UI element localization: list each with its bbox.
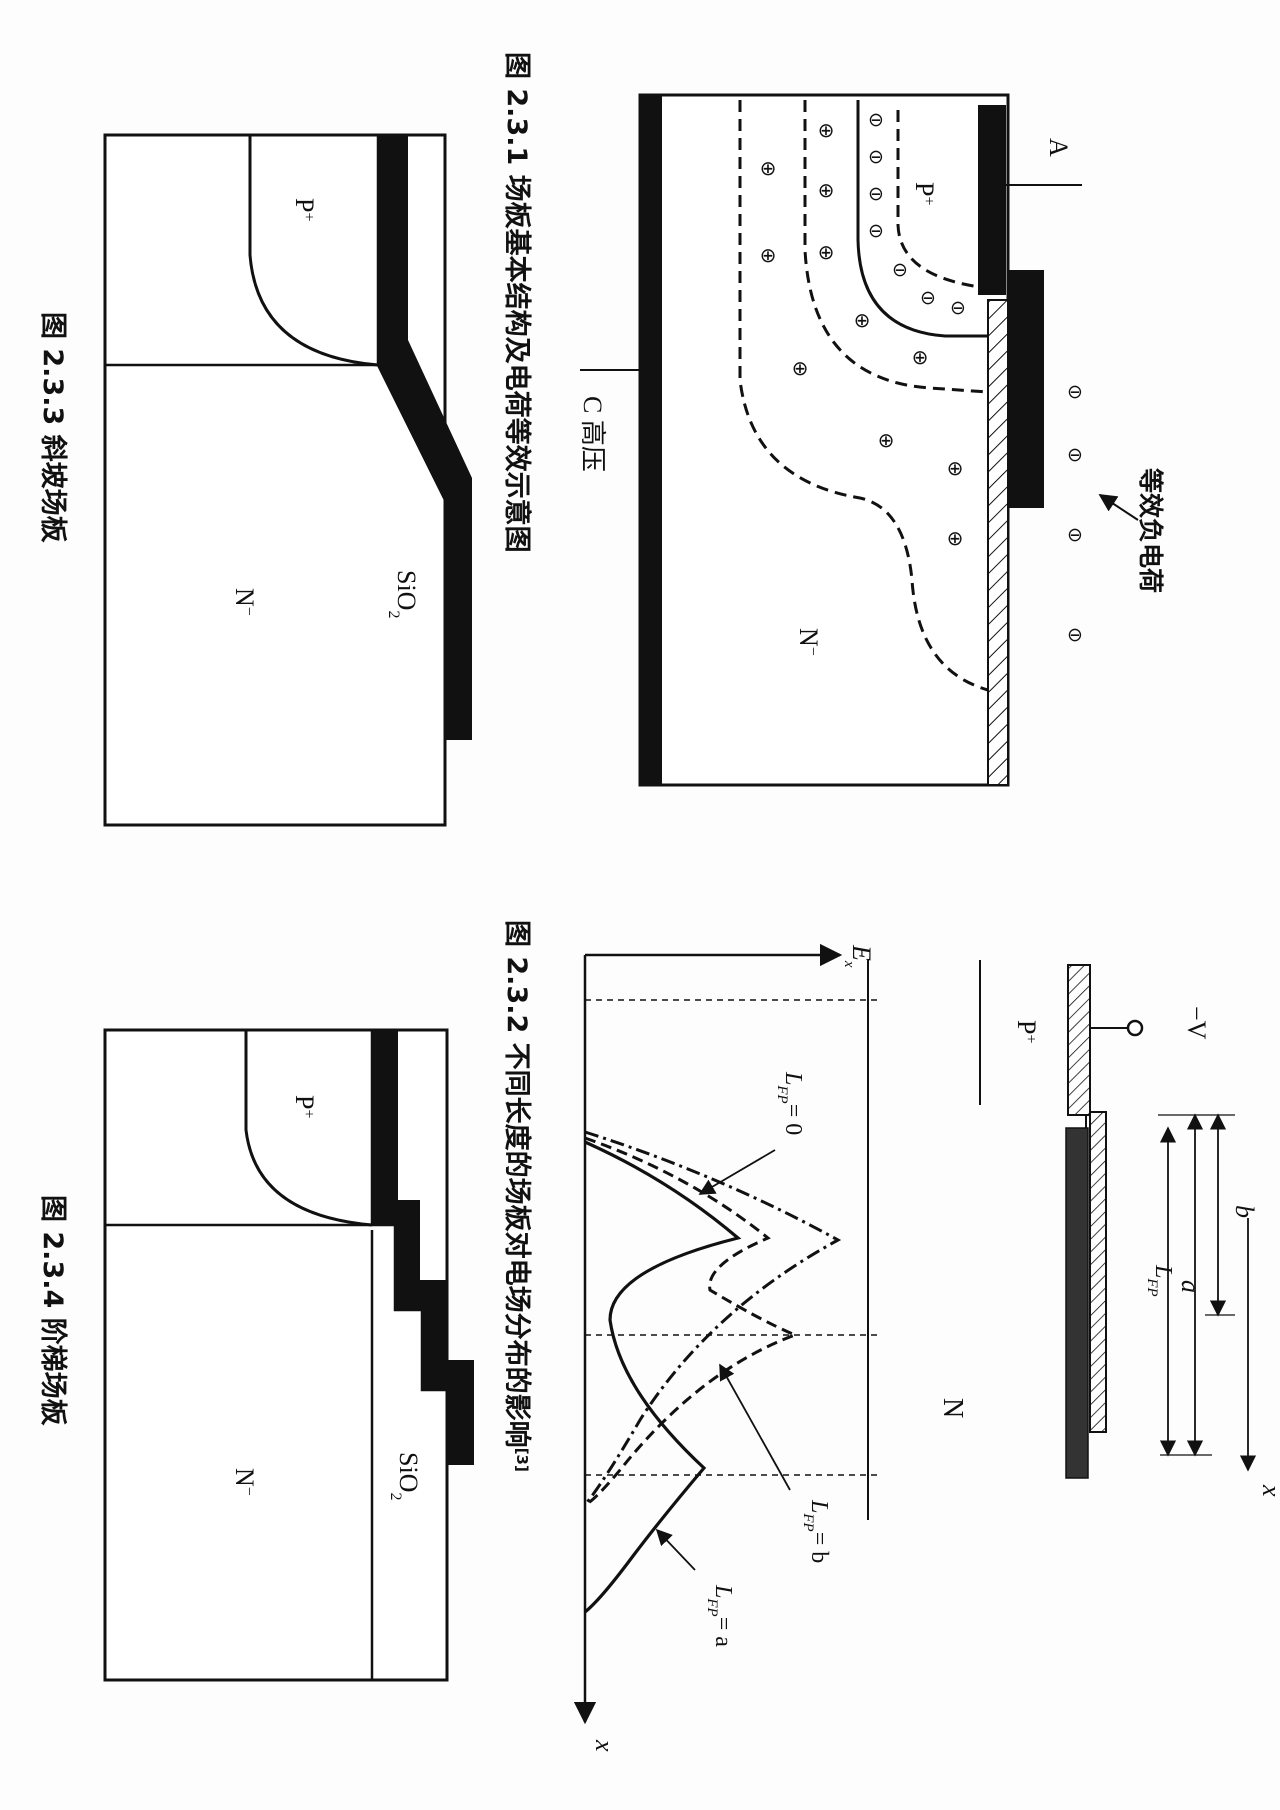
negative-charge: ⊖ xyxy=(868,183,884,205)
sio2-label: SiO2 xyxy=(388,1452,424,1500)
p-plus-label: P+ xyxy=(910,182,939,206)
figure-caption: 图 2.3.4 阶梯场板 xyxy=(37,1195,68,1426)
anode-label: A xyxy=(1044,138,1073,157)
negative-charge: ⊖ xyxy=(920,287,936,309)
n-substrate xyxy=(638,93,1010,787)
x-label-bottom: x xyxy=(590,1739,619,1752)
lfp-b-label: LFP= b xyxy=(800,1499,832,1563)
positive-charge: ⊕ xyxy=(947,456,964,480)
voltage-terminal xyxy=(1126,1019,1144,1037)
anode-contact xyxy=(978,105,1006,295)
figure-2-3-1: ⊕ ⊕ ⊕ ⊕ ⊕ ⊕ ⊕ ⊕ ⊕ ⊕ ⊕ ⊖ ⊖ ⊖ ⊖ ⊖ ⊖ ⊖ ⊖ ⊖ … xyxy=(501,52,1165,787)
positive-charge: ⊕ xyxy=(760,156,777,180)
arrow-lfp-b xyxy=(719,1363,791,1491)
positive-charge: ⊕ xyxy=(878,428,895,452)
cathode-label: C 高压 xyxy=(578,396,607,472)
positive-charges: ⊕ ⊕ ⊕ ⊕ ⊕ ⊕ ⊕ ⊕ ⊕ ⊕ ⊕ xyxy=(760,118,964,550)
step-field-plate xyxy=(372,1030,474,1465)
lfp-dimension-label: LFP xyxy=(1144,1264,1176,1297)
negative-charge: ⊖ xyxy=(1067,624,1083,646)
x-label-top: x xyxy=(1257,1484,1280,1497)
lfp-0-label: LFP= 0 xyxy=(774,1071,806,1135)
pn-junction xyxy=(248,135,379,367)
n-minus-label: N− xyxy=(230,588,259,616)
equivalent-charge-label: 等效负电荷 xyxy=(1136,468,1165,593)
a-label: a xyxy=(1176,1280,1205,1293)
slope-field-plate xyxy=(378,135,472,740)
arrow-lfp-a xyxy=(655,1528,696,1571)
negative-charge: ⊖ xyxy=(892,259,908,281)
figure-2-3-3: P+ SiO2 N− 图 2.3.3 斜坡场板 xyxy=(37,133,472,827)
positive-charge: ⊕ xyxy=(818,178,835,202)
depletion-edge-outer xyxy=(738,100,989,692)
minus-v-label: −V xyxy=(1182,1006,1211,1040)
depletion-edge-p-side xyxy=(896,110,989,290)
figure-caption: 图 2.3.1 场板基本结构及电荷等效示意图 xyxy=(501,52,533,553)
figure-2-3-4: P+ SiO2 N− 图 2.3.4 阶梯场板 xyxy=(37,1028,474,1682)
p-plus-label: P+ xyxy=(290,198,319,222)
negative-charge: ⊖ xyxy=(950,297,966,319)
negative-charge: ⊖ xyxy=(868,146,884,168)
positive-charge: ⊕ xyxy=(760,243,777,267)
ex-label: Ex xyxy=(841,944,876,968)
positive-charge: ⊕ xyxy=(818,240,835,264)
lfp-a-label: LFP= a xyxy=(704,1584,736,1647)
negative-charge: ⊖ xyxy=(868,220,884,242)
p-plus-label: P+ xyxy=(1012,1020,1041,1044)
field-plate-metal xyxy=(1065,1127,1089,1479)
pn-junction xyxy=(856,100,988,338)
negative-charge: ⊖ xyxy=(1067,524,1083,546)
positive-charge: ⊕ xyxy=(912,345,929,369)
curve-lfp-0 xyxy=(583,1130,842,1506)
positive-charge: ⊕ xyxy=(792,356,809,380)
n-minus-label: N− xyxy=(230,1468,259,1496)
negative-charge: ⊖ xyxy=(1067,444,1083,466)
negative-charge: ⊖ xyxy=(1067,381,1083,403)
negative-charge: ⊖ xyxy=(868,109,884,131)
pn-junction xyxy=(244,1030,373,1227)
negative-charges: ⊖ ⊖ ⊖ ⊖ ⊖ ⊖ ⊖ ⊖ ⊖ ⊖ ⊖ xyxy=(868,109,1083,646)
n-minus-label: N− xyxy=(794,628,823,656)
figure-caption: 图 2.3.2 不同长度的场板对电场分布的影响[3] xyxy=(501,920,533,1472)
equivalent-charge-arrow xyxy=(1098,494,1139,521)
curve-lfp-a xyxy=(583,1140,742,1614)
positive-charge: ⊕ xyxy=(854,308,871,332)
figure-2-3-2: −V P+ N b a LFP x Ex x LFP= 0 LFP= b LFP… xyxy=(501,920,1280,1752)
oxide-layer xyxy=(987,299,1009,786)
thick-oxide xyxy=(1089,1111,1107,1433)
depletion-edge-inner xyxy=(803,100,989,394)
thin-oxide xyxy=(1067,964,1091,1116)
positive-charge: ⊕ xyxy=(947,526,964,550)
p-plus-label: P+ xyxy=(290,1095,319,1119)
n-label: N xyxy=(937,1398,968,1418)
arrow-lfp-0 xyxy=(698,1149,776,1195)
field-plate xyxy=(1008,270,1044,508)
cathode-contact xyxy=(640,95,662,785)
positive-charge: ⊕ xyxy=(818,118,835,142)
figure-caption: 图 2.3.3 斜坡场板 xyxy=(37,312,68,543)
b-label: b xyxy=(1230,1205,1259,1218)
sio2-label: SiO2 xyxy=(386,570,422,618)
curve-lfp-b xyxy=(584,1136,800,1507)
